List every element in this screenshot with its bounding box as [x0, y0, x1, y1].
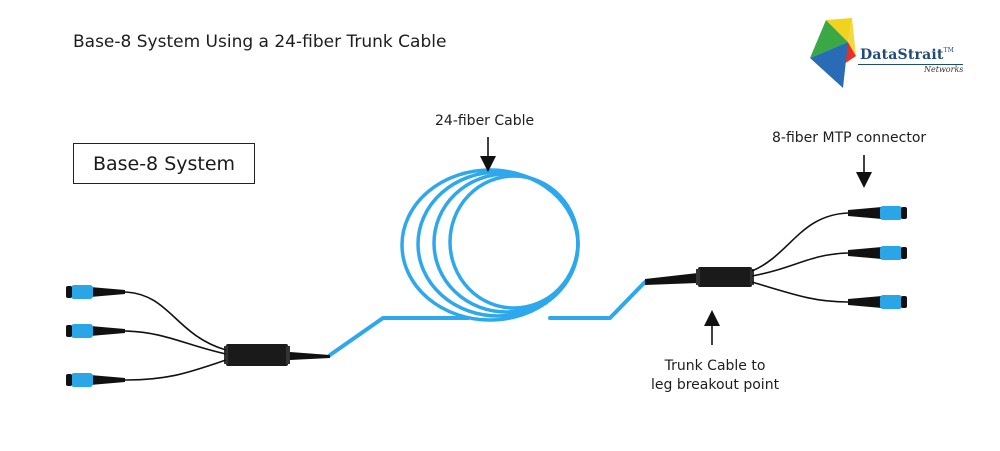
- label-mtp-connector: 8-fiber MTP connector: [772, 130, 927, 146]
- label-breakout-line2: leg breakout point: [651, 377, 780, 393]
- system-label: Base-8 System: [92, 152, 236, 175]
- right-leg-2: [751, 252, 849, 277]
- left-leg-1: [124, 291, 227, 351]
- right-leg-3: [751, 281, 849, 303]
- label-breakout-line1: Trunk Cable to: [664, 358, 766, 374]
- label-24-fiber-cable: 24-fiber Cable: [435, 113, 535, 129]
- trunk-cable-right-segment: [548, 280, 647, 320]
- datastrait-logo-mark: [810, 18, 856, 88]
- logo-divider: [858, 64, 963, 65]
- system-label-box: Base-8 System: [73, 143, 255, 184]
- logo-subtitle: Networks: [924, 65, 964, 74]
- trunk-cable-left-segment: [328, 316, 470, 357]
- left-leg-3: [124, 359, 227, 381]
- left-breakout-housing: [226, 344, 288, 366]
- logo-name-text: DataStrait: [860, 47, 944, 63]
- left-mtp-connector-1: [66, 285, 125, 299]
- label-breakout-point: Trunk Cable to leg breakout point: [651, 357, 779, 395]
- right-mtp-connector-2: [848, 246, 907, 260]
- left-mtp-connector-2: [66, 324, 125, 338]
- cable-coil: [400, 168, 580, 322]
- logo-tm: TM: [943, 47, 955, 54]
- right-leg-1: [751, 212, 849, 272]
- right-mtp-connector-3: [848, 295, 907, 309]
- trunk-cable: [328, 280, 647, 357]
- right-mtp-connector-1: [848, 206, 907, 220]
- left-mtp-connector-3: [66, 373, 125, 387]
- left-leg-2: [124, 330, 227, 355]
- diagram-title: Base-8 System Using a 24-fiber Trunk Cab…: [73, 32, 447, 52]
- right-breakout: [645, 212, 849, 303]
- logo-name: DataStraitTM: [860, 47, 954, 63]
- left-breakout: [124, 291, 330, 381]
- right-breakout-housing: [698, 267, 752, 287]
